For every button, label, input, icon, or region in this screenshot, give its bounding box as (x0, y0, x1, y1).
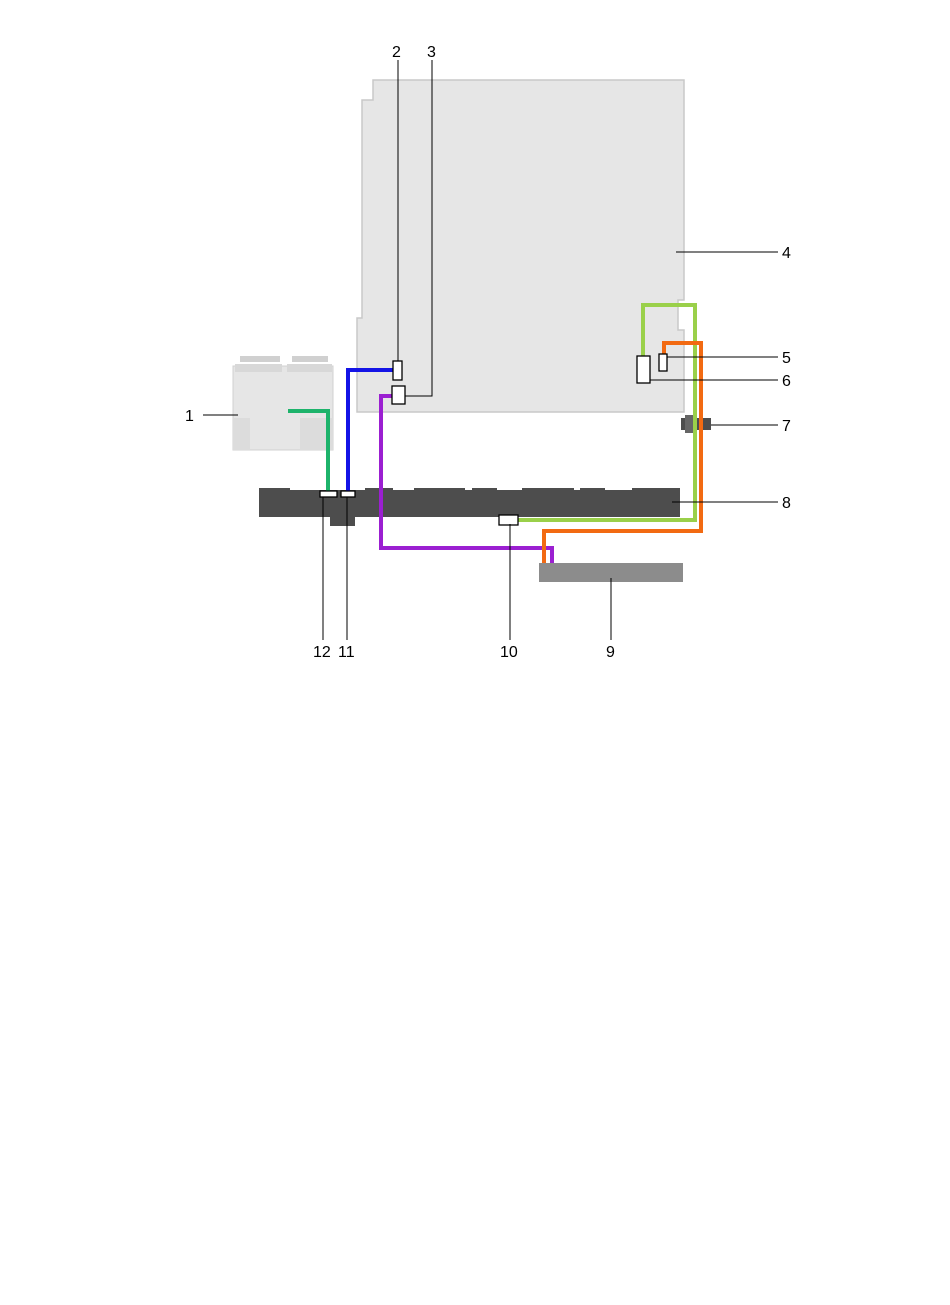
drive-module (233, 356, 333, 450)
connector-12 (320, 491, 337, 497)
callout-1: 1 (185, 408, 194, 425)
callout-12: 12 (313, 644, 331, 661)
callout-9: 9 (606, 644, 615, 661)
callout-6: 6 (782, 373, 791, 390)
callout-8: 8 (782, 495, 791, 512)
callout-7: 7 (782, 418, 791, 435)
connector-3 (392, 386, 405, 404)
connector-2 (393, 361, 402, 380)
system-board (357, 80, 684, 412)
callout-11: 11 (338, 644, 355, 661)
connector-10 (499, 515, 518, 525)
connector-5 (659, 354, 667, 371)
callout-10: 10 (500, 644, 518, 661)
callout-5: 5 (782, 350, 791, 367)
callout-4: 4 (782, 245, 791, 262)
cable-purple (381, 396, 552, 563)
connector-11 (341, 491, 355, 497)
connector-6 (637, 356, 650, 383)
callout-2: 2 (392, 44, 401, 61)
callout-3: 3 (427, 44, 436, 61)
